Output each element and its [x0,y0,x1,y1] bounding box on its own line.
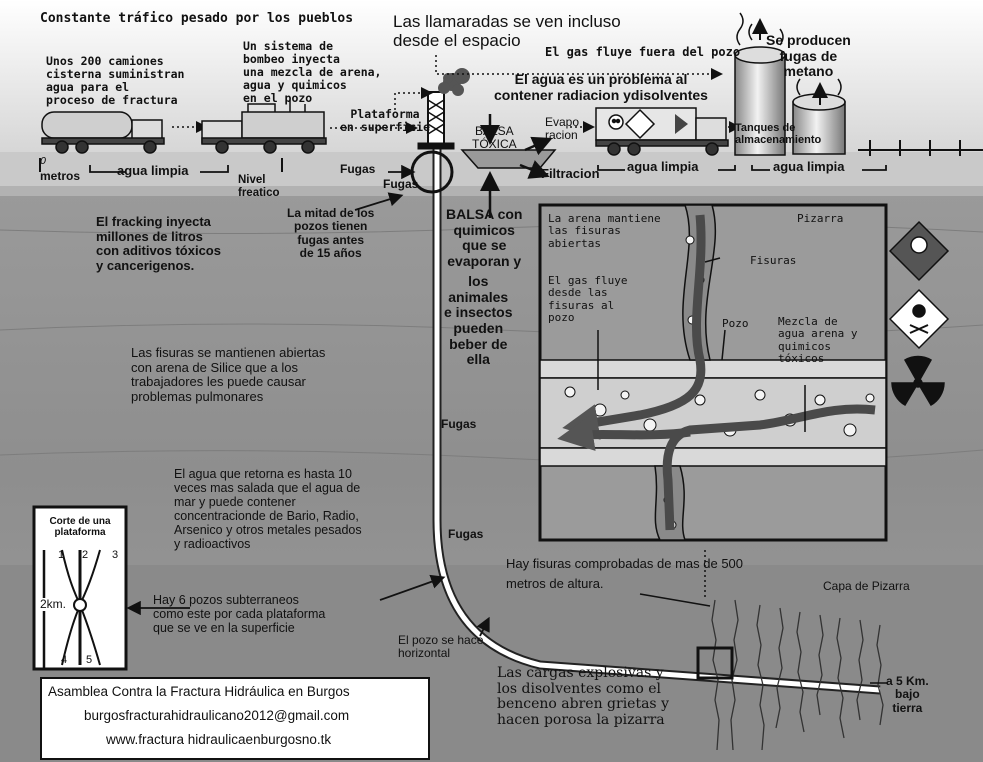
hazard-symbols [888,220,950,407]
toxic-truck [595,107,729,156]
cut-well-3: 3 [112,549,119,561]
cut-well-5: 5 [86,654,93,666]
flare-smoke [438,68,470,96]
pump-truck [201,100,327,154]
zero-depth-label: 0 [40,156,47,167]
credits-box: Asamblea Contra la Fractura Hidráulica e… [40,677,430,760]
six-wells-label: Hay 6 pozos subterraneos como este por c… [153,593,326,635]
explosives-label: Las cargas explosivas y los disolventes … [497,665,669,729]
inset-gas-label: El gas fluye desde las fisuras al pozo [548,274,628,324]
heavy-traffic-title: Constante tráfico pesado por los pueblos [40,11,354,26]
water-table-band [0,186,983,196]
cut-section [32,505,128,671]
credits-org: Asamblea Contra la Fractura Hidráulica e… [48,684,350,699]
metros-label: metros [40,169,81,183]
shale-layer-label: Capa de Pizarra [823,579,910,593]
water-table-label: Nivel freatico [238,174,280,199]
gas-out-label: El gas fluye fuera del pozo [545,45,741,59]
cut-title: Corte de una plataforma [49,516,111,539]
silica-label: Las fisuras se mantienen abiertas con ar… [131,345,326,404]
depth-label: a 5 Km. bajo tierra [886,674,929,715]
flares-label: Las llamaradas se ven incluso desde el e… [393,12,621,51]
inset-fissures-label: Fisuras [750,254,797,267]
leaks-label-3: Fugas [441,417,477,431]
platform-label: Plataforma en superficie [340,107,431,134]
trucks-label: Unos 200 camiones cisterna suministran a… [46,54,185,107]
cut-well-4: 4 [61,654,68,666]
toxic-pond-label: BALSA TÓXICA [472,124,517,152]
wellbore-inner [434,145,881,693]
drilling-rig [417,91,455,150]
pumping-label: Un sistema de bombeo inyecta una mezcla … [243,39,382,105]
surface-markers [39,158,283,172]
inset-detail [538,203,888,542]
water-problem-label: El agua es un problema al contener radia… [494,71,708,103]
inset-shale-label: Pizarra [797,212,844,225]
fracking-injects-label: El fracking inyecta millones de litros c… [96,214,221,273]
cut-depth-label: 2km. [40,597,67,612]
leaks-label-1: Fugas [340,162,376,176]
half-wells-label: La mitad de los pozos tienen fugas antes… [287,206,375,261]
animals-label: los animales e insectos pueden beber de … [444,273,513,368]
clean-water-label-2: agua limpia [627,159,699,174]
leaks-label-4: Fugas [448,527,484,541]
inset-well-label: Pozo [722,317,749,330]
cut-well-1: 1 [58,549,65,561]
pond-chemicals-label: BALSA con quimicos que se evaporan y [446,206,523,270]
horizontal-label: El pozo se hace horizontal [398,633,484,661]
credits-web[interactable]: www.fractura hidraulicaenburgosno.tk [106,732,332,747]
clean-water-label-1: agua limpia [117,163,189,178]
salty-water-label: El agua que retorna es hasta 10 veces ma… [174,467,362,551]
fissures-500-label: Hay fisuras comprobadas de mas de 500 me… [506,556,744,592]
credits-email[interactable]: burgosfracturahidraulicano2012@gmail.com [84,708,350,723]
roadside-fence [858,140,983,156]
leaks-label-2: Fugas [383,177,419,191]
inset-sand-label: La arena mantiene las fisuras abiertas [548,212,661,250]
clean-water-label-3: agua limpia [773,159,845,174]
annotation-arrows [126,164,490,637]
clean-water-brackets [89,165,887,173]
cut-well-2: 2 [82,549,89,561]
methane-label: Se producen fugas de metano [766,32,851,80]
evaporation-label: Evapo racion [545,115,580,143]
zoom-square [696,646,734,680]
fracture-arrows [639,550,711,607]
tanker-truck-1 [41,111,165,154]
pond-arrows [480,114,553,218]
filtration-label: Filtracion [541,166,600,181]
tanks-label: Tanques de almacenamiento [735,122,822,147]
methane-wisps [736,12,842,96]
shale-fractures [711,599,884,751]
inset-mix-label: Mezcla de agua arena y quimicos tóxicos [778,315,858,365]
